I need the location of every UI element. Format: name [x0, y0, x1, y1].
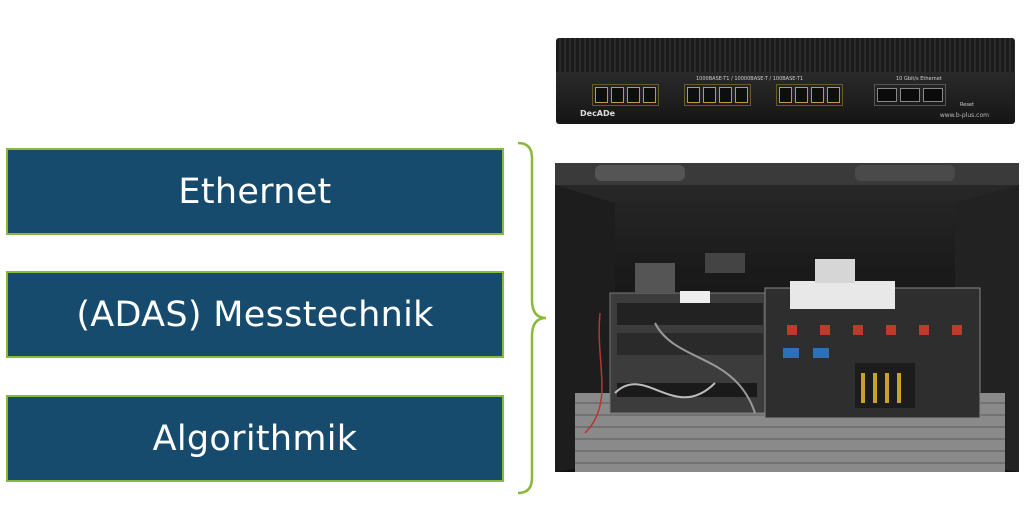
- ethernet-device-image: 1000BASE-T1 / 10000BASE-T / 100BASE-T1 1…: [556, 38, 1015, 124]
- device-url: www.b-plus.com: [939, 112, 989, 119]
- car-trunk-measurement-setup-image: [555, 163, 1019, 472]
- topic-ethernet-label: Ethernet: [178, 171, 332, 212]
- topic-adas-messtechnik: (ADAS) Messtechnik: [6, 271, 504, 358]
- topic-adas-messtechnik-label: (ADAS) Messtechnik: [76, 294, 434, 335]
- topic-algorithmik-label: Algorithmik: [152, 418, 358, 459]
- topic-ethernet: Ethernet: [6, 148, 504, 235]
- device-brand-logo: DecADe: [580, 109, 616, 118]
- device-reset-label: Reset: [960, 102, 974, 108]
- curly-brace: [517, 141, 547, 495]
- topic-algorithmik: Algorithmik: [6, 395, 504, 482]
- device-sfp-header: 10 Gbit/s Ethernet: [896, 76, 942, 82]
- device-port-header: 1000BASE-T1 / 10000BASE-T / 100BASE-T1: [696, 76, 804, 82]
